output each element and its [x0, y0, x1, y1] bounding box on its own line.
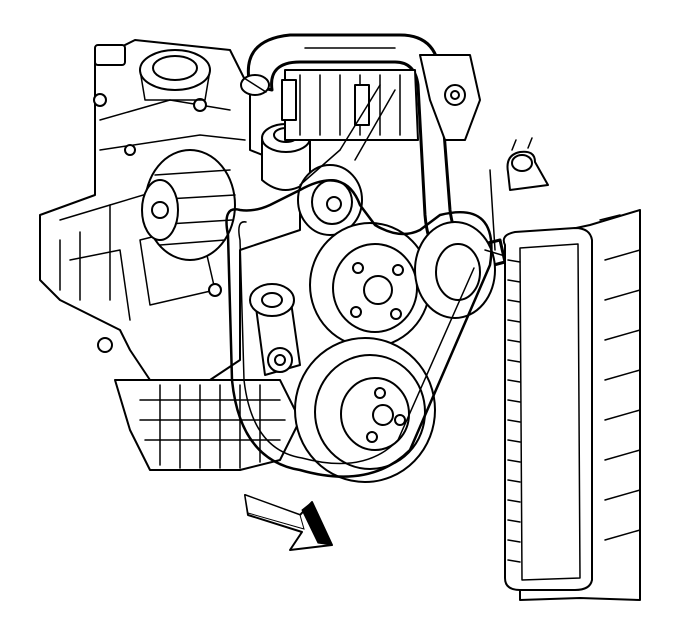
- idler-pulley: [297, 164, 363, 236]
- generator: [141, 149, 236, 261]
- radiator: [502, 209, 641, 601]
- water-pump-pulley: [309, 222, 431, 348]
- oil-filler-neck: [139, 49, 211, 101]
- secondary-pulley: [414, 221, 496, 319]
- drive-belt: [225, 84, 493, 478]
- direction-arrow: [244, 494, 333, 551]
- engine-mount-bracket: [419, 54, 481, 141]
- belt-tensioner: [249, 283, 301, 376]
- oil-pan: [114, 379, 301, 471]
- intake-ribs: [281, 69, 419, 141]
- hose-clamp: [506, 137, 549, 191]
